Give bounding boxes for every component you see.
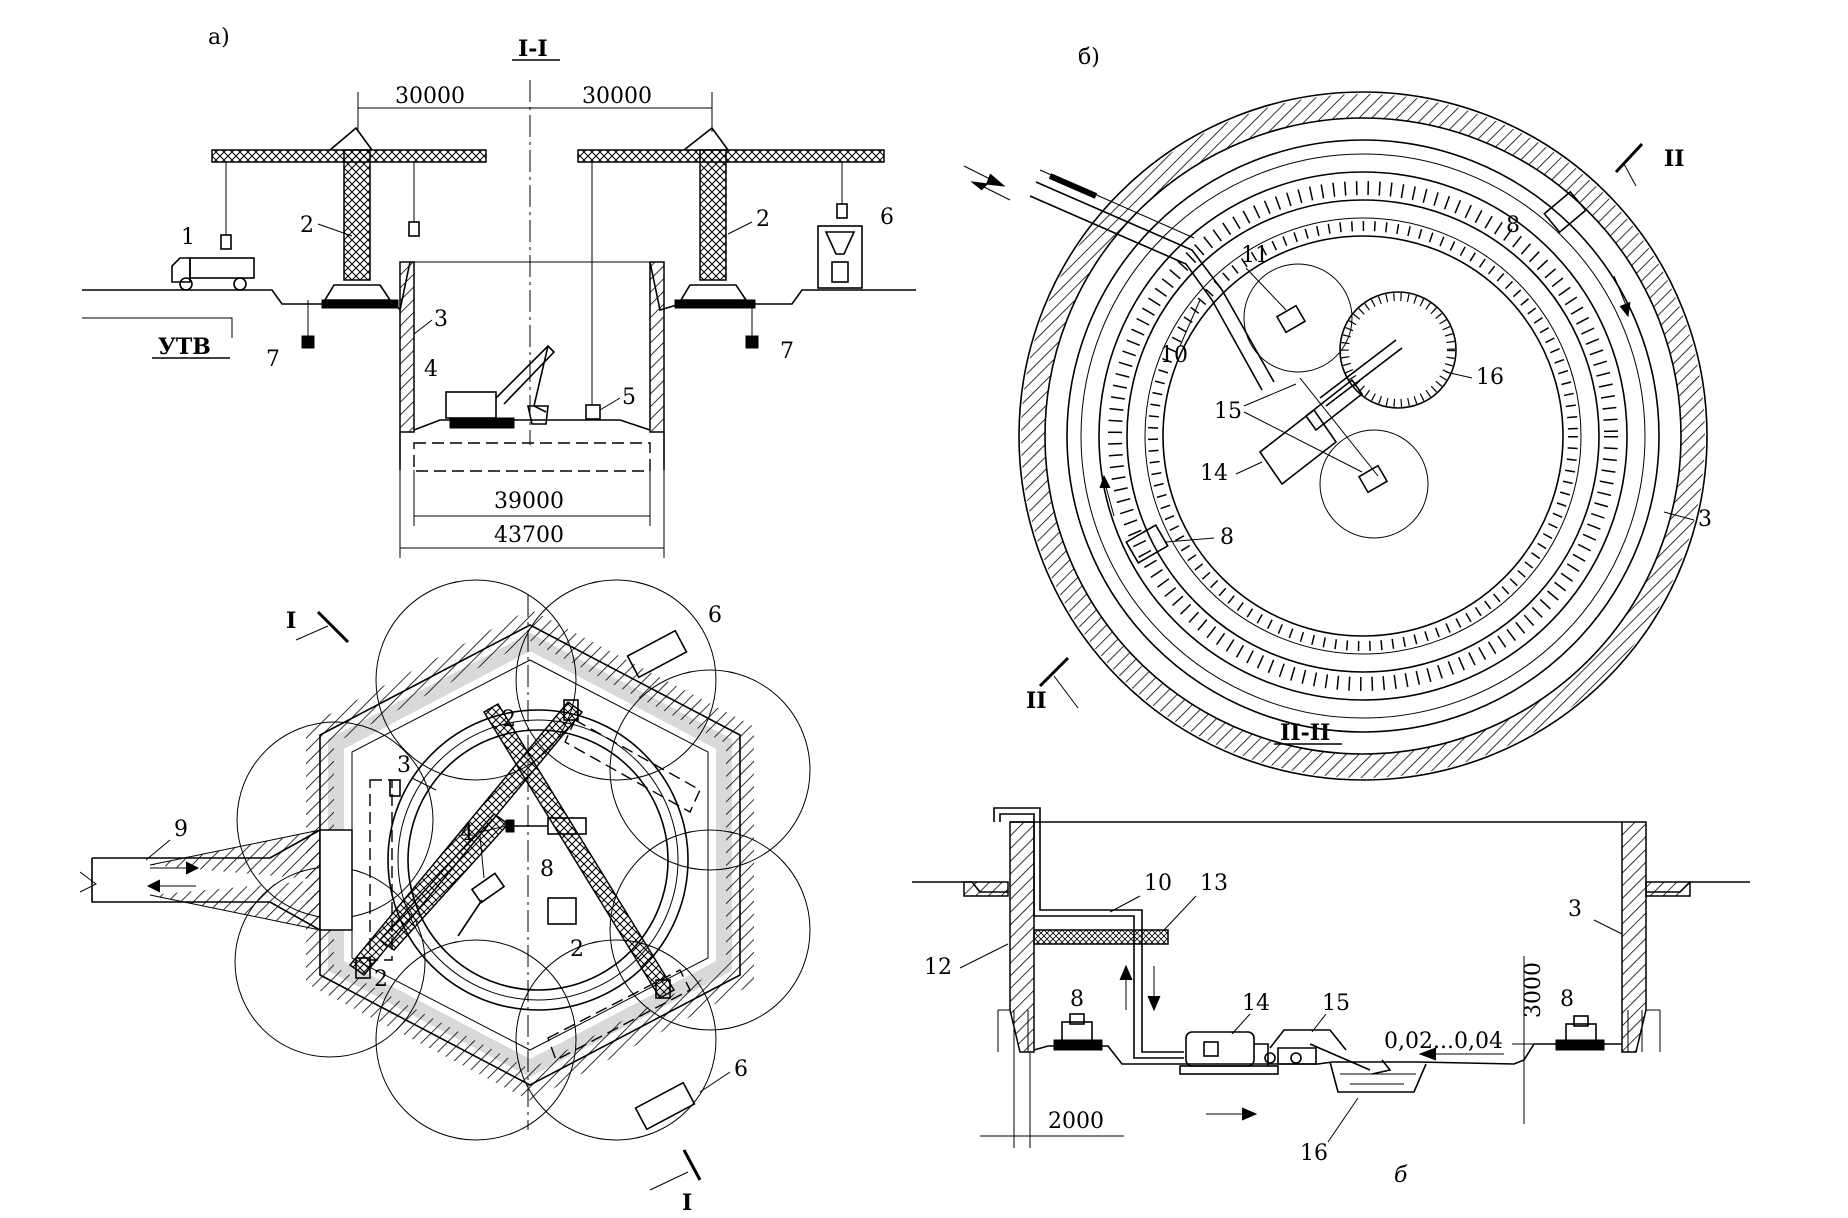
slope-label: 0,02...0,04: [1384, 1029, 1503, 1054]
label-4-plan: 4: [460, 821, 474, 846]
label-14-section: 14: [1242, 991, 1270, 1016]
label-1: 1: [181, 225, 195, 250]
label-16-section: 16: [1300, 1141, 1328, 1166]
label-2-plan-top: 2: [502, 707, 516, 732]
label-2-left: 2: [300, 213, 314, 238]
tractor-bottom: [1125, 524, 1169, 564]
label-6-top: 6: [880, 205, 894, 230]
right-span-dimension: 30000: [582, 84, 652, 109]
hexagon-inner: [351, 659, 709, 1051]
pit-wall-left: [399, 261, 415, 433]
pump-section-15: [1264, 1029, 1392, 1075]
section-mark-2-bottom: II: [1026, 688, 1047, 714]
pit-wall-right: [649, 261, 665, 433]
wall-ring: [1066, 139, 1660, 733]
section-mark-2-top: II: [1664, 146, 1685, 172]
tank-outer-ring: [387, 709, 689, 1011]
truck: [171, 257, 255, 291]
label-9: 9: [174, 817, 188, 842]
inner-width-dimension: 39000: [494, 489, 564, 514]
bottom-view-label: б: [1394, 1163, 1408, 1188]
concrete-plant: [817, 225, 863, 289]
sump-section: [1329, 1061, 1427, 1093]
circular-plan-view: б) 16 11 10: [963, 45, 1712, 781]
label-7-right: 7: [780, 339, 794, 364]
anchor-right: [745, 335, 759, 349]
label-5: 5: [622, 385, 636, 410]
tower-crane-right: [577, 126, 885, 420]
section-title-2-2: II-II: [1280, 720, 1330, 746]
depth-dimension: 3000: [1521, 962, 1546, 1018]
label-3-plan: 3: [397, 753, 411, 778]
label-6-plan-top: 6: [708, 603, 722, 628]
pipeline-10: [1029, 169, 1275, 391]
label-11: 11: [1241, 243, 1269, 268]
tank-inner-ring: [407, 729, 669, 991]
label-4-section: 4: [424, 357, 438, 382]
tractor-top: [1543, 190, 1587, 234]
dredge-unit-14: [1258, 339, 1403, 486]
sump-16: [1339, 291, 1457, 409]
label-16-plan: 16: [1476, 365, 1504, 390]
plant-bottom: [634, 1081, 696, 1131]
tractor-section-left: [1053, 1013, 1103, 1051]
label-10-section: 10: [1144, 871, 1172, 896]
section-2-2-view: II-II 16 10 13: [912, 720, 1750, 1188]
foundation-outline: [413, 442, 651, 472]
label-3-plan-b: 3: [1698, 507, 1712, 532]
label-3-section: 3: [434, 307, 448, 332]
label-3-section-b: 3: [1568, 897, 1582, 922]
label-8-section-right: 8: [1560, 987, 1574, 1012]
plan-excavators: [457, 817, 587, 937]
label-2-plan-left: 2: [374, 967, 388, 992]
inlet-channel: [79, 829, 353, 931]
label-8-plan-bottom: 8: [1220, 525, 1234, 550]
pit-bottom-profile: [1033, 1043, 1622, 1065]
dredge-section-14: [1179, 1031, 1279, 1075]
label-10-plan: 10: [1160, 343, 1188, 368]
hexagon-plan-view: 9 3 2 2 2 4 8: [79, 579, 811, 1216]
plant-top: [626, 629, 688, 679]
tractor-section-right: [1555, 1015, 1605, 1051]
plan-cranes: [348, 699, 676, 1000]
wall-left: [1009, 821, 1035, 1053]
label-15-section: 15: [1322, 991, 1350, 1016]
view-label-a: а): [208, 25, 230, 50]
excavator: [445, 344, 556, 429]
label-2-right: 2: [756, 207, 770, 232]
anchor-left: [301, 335, 315, 349]
section-1-1-view: а) I-I 30000 30000 УТВ 39000 43700: [82, 25, 916, 558]
label-14-plan: 14: [1200, 461, 1228, 486]
outer-width-dimension: 43700: [494, 523, 564, 548]
wall-right: [1621, 821, 1647, 1053]
section-title-1-1: I-I: [518, 36, 548, 62]
label-8-plan-top: 8: [1506, 213, 1520, 238]
pit-bottom: [413, 419, 651, 431]
ground-line: [82, 261, 916, 312]
label-15-plan: 15: [1214, 399, 1242, 424]
left-span-dimension: 30000: [395, 84, 465, 109]
slab-13: [1033, 929, 1169, 945]
label-6-plan-bottom: 6: [734, 1057, 748, 1082]
label-8-section-left: 8: [1070, 987, 1084, 1012]
view-label-b: б): [1078, 45, 1100, 70]
label-2-plan-right: 2: [570, 937, 584, 962]
label-8-plan: 8: [540, 857, 554, 882]
section-mark-1-bottom: I: [682, 1190, 692, 1216]
level-mark: УТВ: [158, 334, 211, 360]
pipeline-section: [993, 807, 1184, 1053]
label-13: 13: [1200, 871, 1228, 896]
label-12: 12: [924, 955, 952, 980]
section-mark-1-top: I: [286, 608, 296, 634]
tank-outer-circle: [1018, 91, 1708, 781]
offset-dimension: 2000: [1048, 1109, 1104, 1134]
label-7-left: 7: [266, 347, 280, 372]
tower-crane-left: [211, 126, 487, 309]
